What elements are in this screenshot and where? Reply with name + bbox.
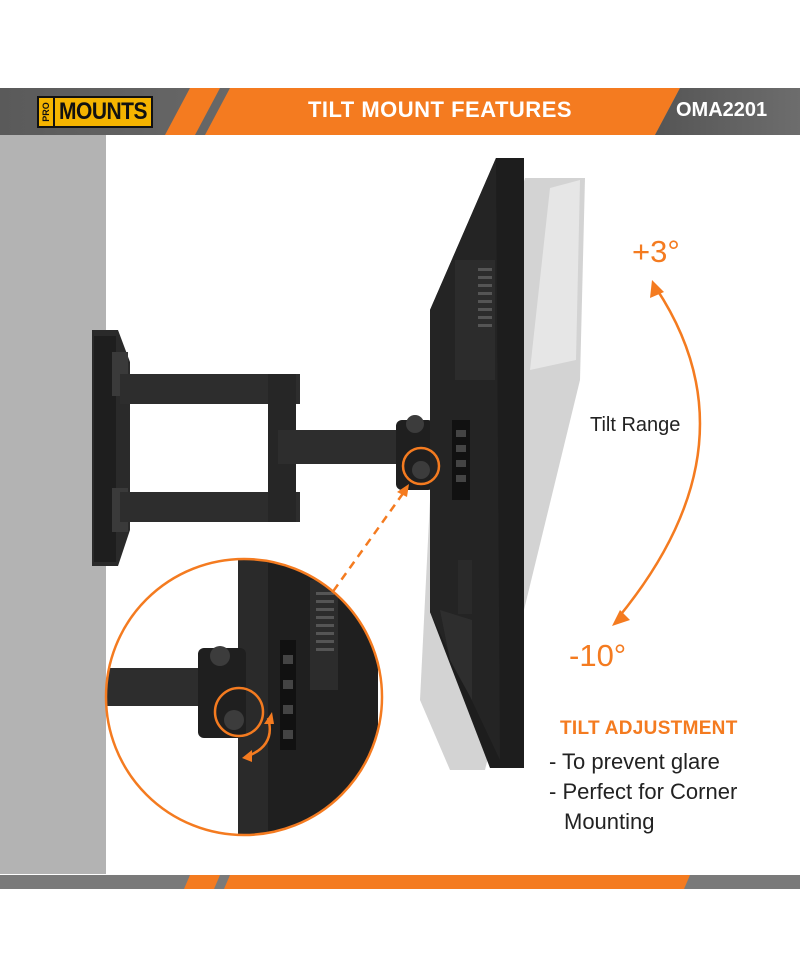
tv-screen — [430, 158, 524, 768]
tilt-range-label: Tilt Range — [590, 414, 681, 436]
tilt-arrowhead-up — [650, 280, 664, 298]
logo-main-text: MOUNTS — [59, 98, 148, 125]
zoom-circle — [104, 557, 384, 837]
footer-band — [0, 874, 800, 889]
feature-item: Mounting — [564, 809, 655, 834]
feature-item: - Perfect for Corner — [549, 779, 738, 804]
feature-item: - To prevent glare — [549, 749, 720, 774]
articulating-arms — [120, 374, 434, 522]
bracket-highlight-circle — [401, 446, 441, 486]
feature-list: - To prevent glare - Perfect for Corner … — [549, 747, 737, 837]
tilt-up-value: +3° — [632, 234, 680, 269]
connector-arrowhead — [397, 484, 409, 497]
model-number: OMA2201 — [676, 99, 768, 121]
pro-mounts-logo: PRO MOUNTS — [37, 96, 153, 128]
zoom-bracket-highlight — [213, 686, 265, 738]
tilt-arrowhead-down — [612, 610, 630, 626]
zoom-detail — [106, 559, 382, 835]
rotate-arrowhead-down — [242, 750, 252, 762]
wall — [0, 135, 106, 874]
page-title: TILT MOUNT FEATURES — [307, 97, 573, 122]
rotate-arrowhead-up — [264, 712, 274, 724]
wall-plate — [92, 330, 130, 566]
tilt-arc — [617, 287, 702, 619]
tilt-down-value: -10° — [569, 638, 627, 673]
tilt-adjustment-heading: TILT ADJUSTMENT — [560, 718, 738, 739]
